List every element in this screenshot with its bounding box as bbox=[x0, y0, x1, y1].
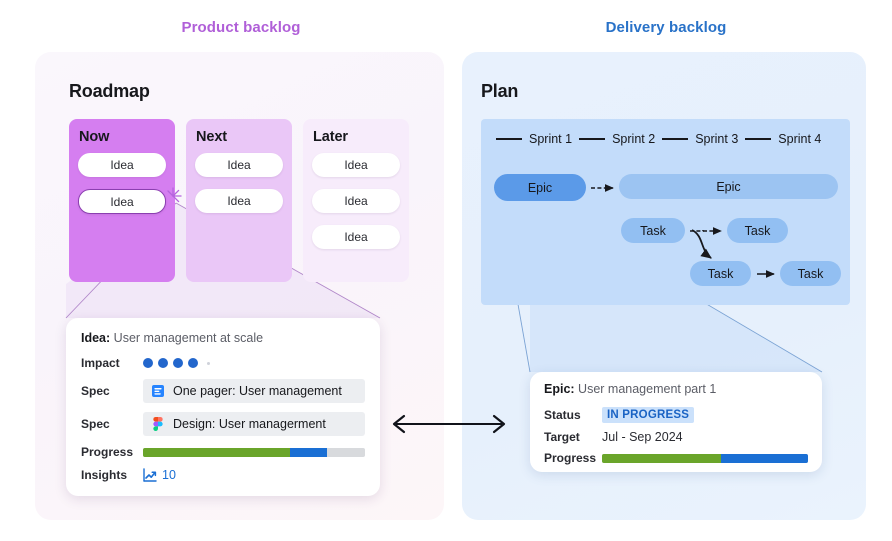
sprint-separator-icon bbox=[745, 138, 772, 140]
figma-icon bbox=[153, 417, 163, 431]
column-title-now: Now bbox=[79, 129, 110, 145]
epic-card-title-value: User management part 1 bbox=[578, 382, 717, 396]
idea-detail-card: Idea: User management at scale Impact Sp… bbox=[66, 318, 380, 496]
idea-insights-row: Insights 10 bbox=[81, 468, 365, 482]
idea-card-title-value: User management at scale bbox=[113, 331, 264, 345]
epic-card-title-label: Epic: bbox=[544, 382, 575, 396]
plan-node-task-1[interactable]: Task bbox=[621, 218, 685, 243]
idea-card-now-1[interactable]: Idea bbox=[78, 153, 166, 177]
impact-dot-empty bbox=[207, 361, 210, 365]
idea-card-later-2[interactable]: Idea bbox=[312, 189, 400, 213]
impact-dot-filled bbox=[173, 358, 183, 368]
epic-status-row: Status IN PROGRESS bbox=[544, 407, 808, 423]
roadmap-heading: Roadmap bbox=[69, 81, 150, 101]
plan-node-task-2[interactable]: Task bbox=[727, 218, 788, 243]
idea-spec2-field[interactable]: Design: User managerment bbox=[143, 412, 365, 436]
idea-card-later-3[interactable]: Idea bbox=[312, 225, 400, 249]
progress-segment-blue bbox=[721, 453, 808, 463]
idea-spec-row-1: Spec One pager: User management bbox=[81, 379, 365, 403]
idea-spec2-label: Spec bbox=[81, 417, 110, 431]
idea-spec-row-2: Spec Design: User managerment bbox=[81, 412, 365, 436]
sprint-label-3: Sprint 3 bbox=[695, 132, 739, 146]
idea-card-next-2[interactable]: Idea bbox=[195, 189, 283, 213]
idea-insights-value: 10 bbox=[162, 468, 176, 482]
plan-node-task-3[interactable]: Task bbox=[690, 261, 751, 286]
sprint-separator-icon bbox=[496, 138, 522, 140]
progress-segment-green bbox=[143, 447, 290, 457]
plan-node-epic-1[interactable]: Epic bbox=[494, 174, 586, 201]
idea-card-later-1[interactable]: Idea bbox=[312, 153, 400, 177]
epic-card-title: Epic: User management part 1 bbox=[544, 382, 808, 396]
column-title-next: Next bbox=[196, 129, 228, 145]
roadmap-column-later[interactable]: Later Idea Idea Idea bbox=[303, 119, 409, 282]
sprint-label-2: Sprint 2 bbox=[612, 132, 656, 146]
progress-segment-green bbox=[602, 453, 722, 463]
epic-target-value: Jul - Sep 2024 bbox=[602, 430, 683, 444]
impact-dots[interactable] bbox=[143, 358, 210, 368]
product-backlog-title: Product backlog bbox=[181, 19, 301, 36]
epic-progress-bar bbox=[602, 453, 808, 463]
epic-target-row: Target Jul - Sep 2024 bbox=[544, 430, 808, 444]
epic-detail-card: Epic: User management part 1 Status IN P… bbox=[530, 372, 822, 472]
plan-heading: Plan bbox=[481, 81, 519, 101]
sprint-timeline: Sprint 1 Sprint 2 Sprint 3 Sprint 4 bbox=[481, 128, 850, 150]
idea-spec1-field[interactable]: One pager: User management bbox=[143, 379, 365, 403]
idea-insights-label: Insights bbox=[81, 468, 128, 482]
confluence-document-icon bbox=[152, 385, 164, 397]
sparkle-icon bbox=[167, 187, 182, 203]
sprint-separator-icon bbox=[579, 138, 606, 140]
sprint-label-1: Sprint 1 bbox=[529, 132, 573, 146]
idea-progress-row: Progress bbox=[81, 445, 365, 459]
sprint-label-4: Sprint 4 bbox=[778, 132, 822, 146]
idea-insights-value-group[interactable]: 10 bbox=[143, 468, 176, 482]
idea-spec1-value: One pager: User management bbox=[173, 384, 342, 398]
idea-impact-label: Impact bbox=[81, 356, 120, 370]
idea-impact-row: Impact bbox=[81, 356, 365, 370]
idea-progress-label: Progress bbox=[81, 445, 134, 459]
idea-progress-bar bbox=[143, 447, 365, 457]
impact-dot-filled bbox=[188, 358, 198, 368]
trend-up-icon bbox=[143, 468, 157, 482]
idea-card-title-label: Idea: bbox=[81, 331, 111, 345]
idea-card-title: Idea: User management at scale bbox=[81, 331, 365, 345]
idea-spec2-value: Design: User managerment bbox=[173, 417, 326, 431]
epic-progress-row: Progress bbox=[544, 451, 808, 465]
status-badge[interactable]: IN PROGRESS bbox=[602, 407, 695, 423]
epic-progress-label: Progress bbox=[544, 451, 597, 465]
idea-spec1-label: Spec bbox=[81, 384, 110, 398]
progress-segment-blue bbox=[289, 447, 328, 457]
impact-dot-filled bbox=[158, 358, 168, 368]
delivery-backlog-title: Delivery backlog bbox=[605, 19, 727, 36]
plan-node-epic-2[interactable]: Epic bbox=[619, 174, 838, 199]
plan-node-task-4[interactable]: Task bbox=[780, 261, 841, 286]
idea-card-next-1[interactable]: Idea bbox=[195, 153, 283, 177]
impact-dot-filled bbox=[143, 358, 153, 368]
sprint-separator-icon bbox=[662, 138, 689, 140]
epic-target-label: Target bbox=[544, 430, 580, 444]
idea-card-now-2-selected[interactable]: Idea bbox=[78, 189, 166, 214]
column-title-later: Later bbox=[313, 129, 348, 145]
epic-status-label: Status bbox=[544, 408, 581, 422]
roadmap-column-now[interactable]: Now Idea Idea bbox=[69, 119, 175, 282]
roadmap-column-next[interactable]: Next Idea Idea bbox=[186, 119, 292, 282]
